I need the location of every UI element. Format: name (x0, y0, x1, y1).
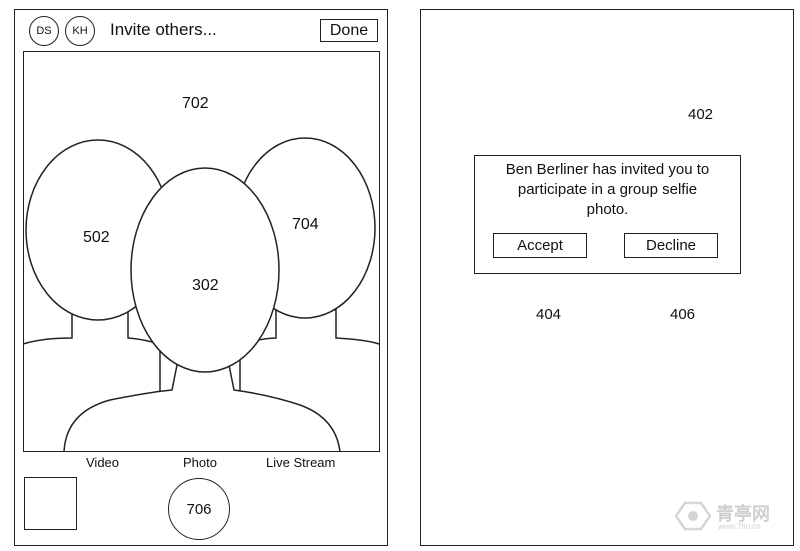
avatar-ds[interactable]: DS (29, 16, 59, 46)
ref-502: 502 (83, 229, 110, 246)
ref-404: 404 (536, 306, 562, 323)
invite-message-line-3: photo. (586, 201, 629, 218)
invite-dialog (474, 155, 741, 274)
ref-402: 402 (688, 106, 714, 123)
center-person-body (63, 359, 341, 451)
watermark-text: 青亭网 (716, 504, 770, 524)
center-person-head (130, 167, 280, 373)
mode-video[interactable]: Video (86, 455, 120, 470)
gallery-thumbnail[interactable] (24, 477, 77, 530)
decline-button[interactable]: Decline (624, 233, 718, 258)
ref-704: 704 (292, 216, 319, 233)
shutter-button[interactable]: 706 (168, 478, 230, 540)
avatar-kh[interactable]: KH (65, 16, 95, 46)
invite-others-text[interactable]: Invite others... (110, 20, 217, 39)
done-button[interactable]: Done (320, 19, 378, 42)
invite-message-line-1: Ben Berliner has invited you to (505, 161, 710, 178)
mode-photo[interactable]: Photo (183, 455, 217, 470)
watermark-url: www.7tin.cn (718, 522, 761, 531)
invite-message-line-2: participate in a group selfie (517, 181, 698, 198)
mode-live-stream[interactable]: Live Stream (266, 455, 336, 470)
ref-702: 702 (182, 95, 209, 112)
ref-406: 406 (670, 306, 696, 323)
accept-button[interactable]: Accept (493, 233, 587, 258)
right-phone-frame (420, 9, 794, 546)
ref-302: 302 (192, 277, 219, 294)
watermark-logo: 青亭网 www.7tin.cn (672, 499, 790, 533)
